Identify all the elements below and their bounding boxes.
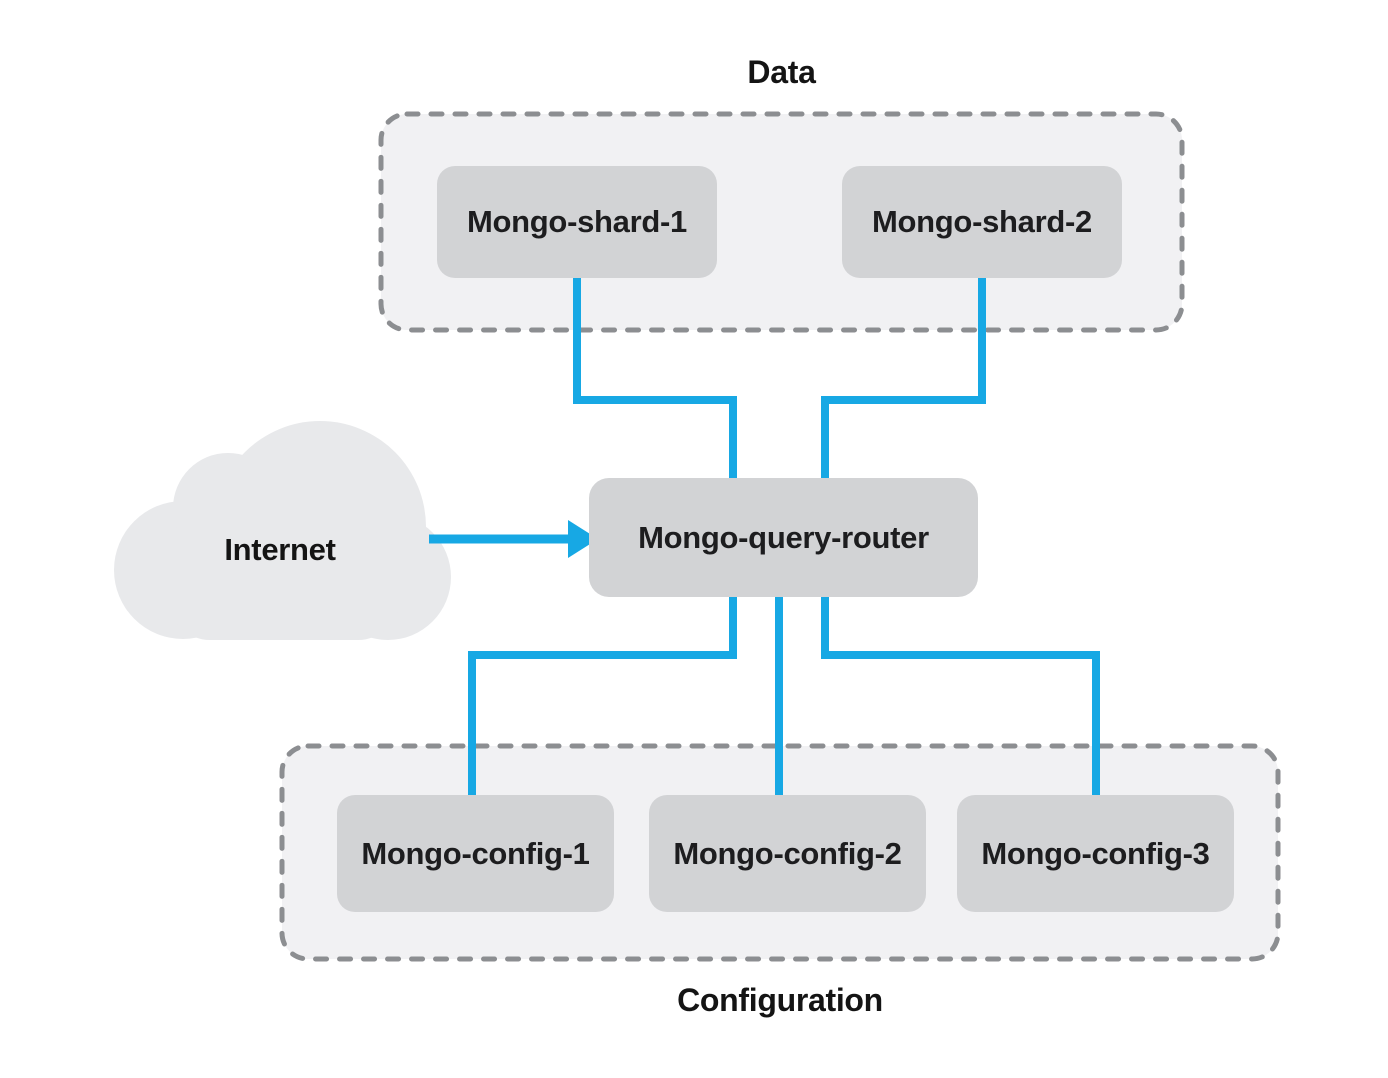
node-mongo-config-1: Mongo-config-1	[337, 795, 614, 912]
connector-edges	[468, 270, 1100, 802]
arrow-head-icon	[568, 520, 598, 558]
node-mongo-config-3: Mongo-config-3	[957, 795, 1234, 912]
data-group-label: Data	[747, 54, 816, 90]
node-mongo-shard-1: Mongo-shard-1	[437, 166, 717, 278]
node-mongo-shard-2: Mongo-shard-2	[842, 166, 1122, 278]
node-mongo-query-router: Mongo-query-router	[589, 478, 978, 597]
edge-router-config1	[468, 589, 737, 802]
edge-shard1-router	[573, 270, 737, 486]
internet-cloud-icon	[114, 421, 451, 640]
node-mongo-config-2: Mongo-config-2	[649, 795, 926, 912]
internet-label: Internet	[224, 532, 336, 567]
edge-router-config3	[821, 589, 1100, 802]
internet-to-router-arrow	[429, 520, 598, 558]
edge-shard2-router	[821, 270, 986, 486]
configuration-group-label: Configuration	[677, 982, 883, 1018]
